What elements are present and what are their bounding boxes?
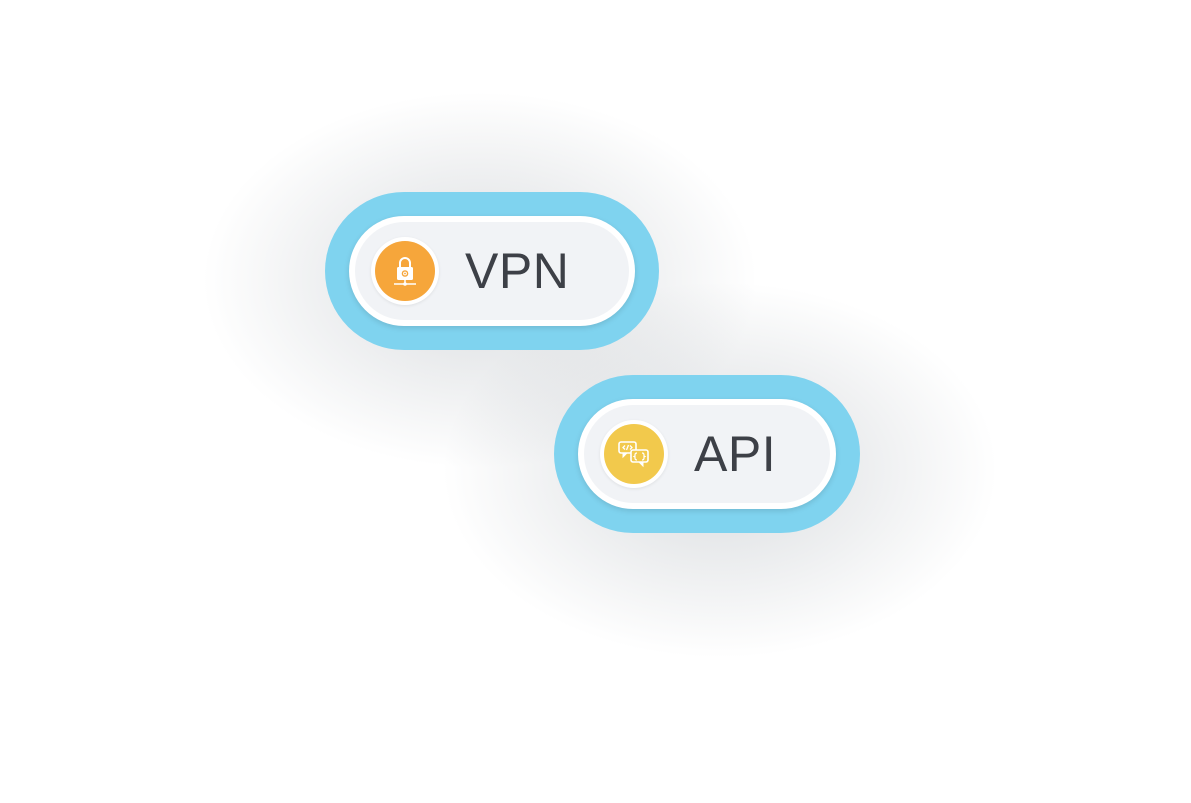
api-chip[interactable]: API [554, 375, 860, 533]
api-icon-ring [600, 420, 668, 488]
api-chip-body: API [578, 399, 836, 509]
vpn-chip[interactable]: VPN [325, 192, 659, 350]
vpn-chip-body: VPN [349, 216, 635, 326]
vpn-icon-ring [371, 237, 439, 305]
lock-network-icon [375, 241, 435, 301]
vpn-chip-face: VPN [355, 222, 629, 320]
code-chat-icon [604, 424, 664, 484]
api-chip-face: API [584, 405, 830, 503]
vpn-chip-label: VPN [465, 243, 570, 299]
api-chip-label: API [694, 426, 777, 482]
